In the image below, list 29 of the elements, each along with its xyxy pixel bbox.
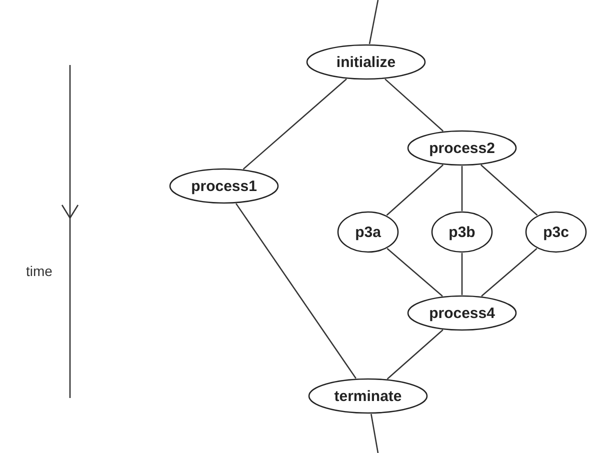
connector-line — [461, 253, 463, 295]
connector-line — [236, 203, 356, 379]
connector-line — [481, 248, 538, 297]
node-label: process2 — [429, 140, 495, 156]
process-ellipse — [337, 211, 399, 253]
process-ellipse — [407, 295, 517, 331]
node-label: process1 — [191, 178, 257, 194]
connector-line — [386, 329, 444, 380]
process-ellipse — [525, 211, 587, 253]
node-label: p3c — [543, 224, 569, 240]
process-ellipse — [431, 211, 493, 253]
node-label: p3a — [355, 224, 381, 240]
process-ellipse — [169, 168, 279, 204]
connector-line — [368, 0, 379, 44]
axis-label: time — [26, 263, 52, 279]
node-label: process4 — [429, 304, 495, 322]
node-label: terminate — [334, 388, 402, 404]
connector-line — [386, 248, 443, 297]
connector-line — [370, 414, 379, 453]
connector-line — [461, 166, 463, 211]
connector-line — [480, 164, 538, 216]
connector-line — [384, 78, 444, 132]
process-ellipse — [407, 130, 517, 166]
process-ellipse — [306, 44, 426, 80]
connector-line — [242, 78, 347, 170]
node-label: initialize — [336, 54, 396, 70]
process-ellipse — [308, 378, 428, 414]
connector-line — [386, 164, 444, 216]
node-label: p3b — [448, 224, 476, 240]
